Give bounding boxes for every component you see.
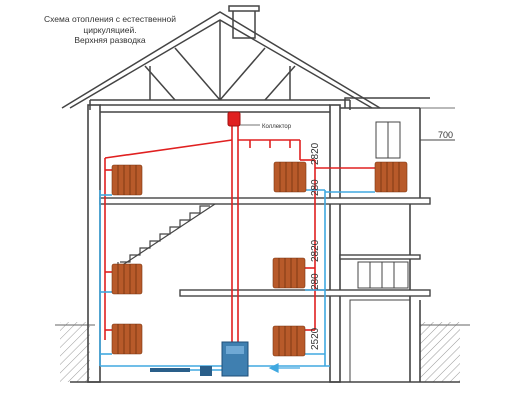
radiator-annex-top bbox=[374, 161, 408, 193]
caption-line-1: Схема отопления с естественной bbox=[44, 14, 176, 24]
attic-dimension: 700 bbox=[420, 107, 455, 141]
dim-floor3: 2820 bbox=[310, 142, 321, 165]
boiler bbox=[150, 341, 249, 377]
garage-door bbox=[349, 299, 411, 383]
flow-arrow bbox=[268, 363, 300, 373]
dim-slab2: 280 bbox=[310, 273, 321, 290]
diagram-caption: Схема отопления с естественной циркуляци… bbox=[40, 14, 180, 46]
caption-line-3: Верхняя разводка bbox=[74, 35, 146, 45]
dim-floor2: 2820 bbox=[310, 239, 321, 262]
radiator-left-bottom bbox=[111, 323, 143, 355]
dimension-labels: 2820 280 2820 280 2520 bbox=[310, 142, 321, 350]
radiators bbox=[111, 161, 408, 357]
radiator-left-mid bbox=[111, 263, 143, 295]
annex-window bbox=[375, 121, 401, 159]
dim-floor1: 2520 bbox=[310, 327, 321, 350]
dim-slab3: 280 bbox=[310, 179, 321, 196]
supply-pipes bbox=[104, 125, 375, 342]
tank-label: Коллектор bbox=[262, 124, 292, 130]
roof bbox=[61, 11, 430, 110]
expansion-tank: Коллектор bbox=[227, 111, 292, 130]
ground bbox=[55, 322, 470, 382]
annex-railing bbox=[357, 261, 409, 289]
dim-700: 700 bbox=[438, 130, 453, 140]
radiator-left-top bbox=[111, 164, 143, 196]
radiator-center-top bbox=[273, 161, 307, 193]
caption-line-2: циркуляцией. bbox=[83, 24, 137, 35]
radiator-center-bottom bbox=[272, 325, 306, 357]
radiator-center-mid bbox=[272, 257, 306, 289]
return-pipes bbox=[99, 189, 375, 371]
